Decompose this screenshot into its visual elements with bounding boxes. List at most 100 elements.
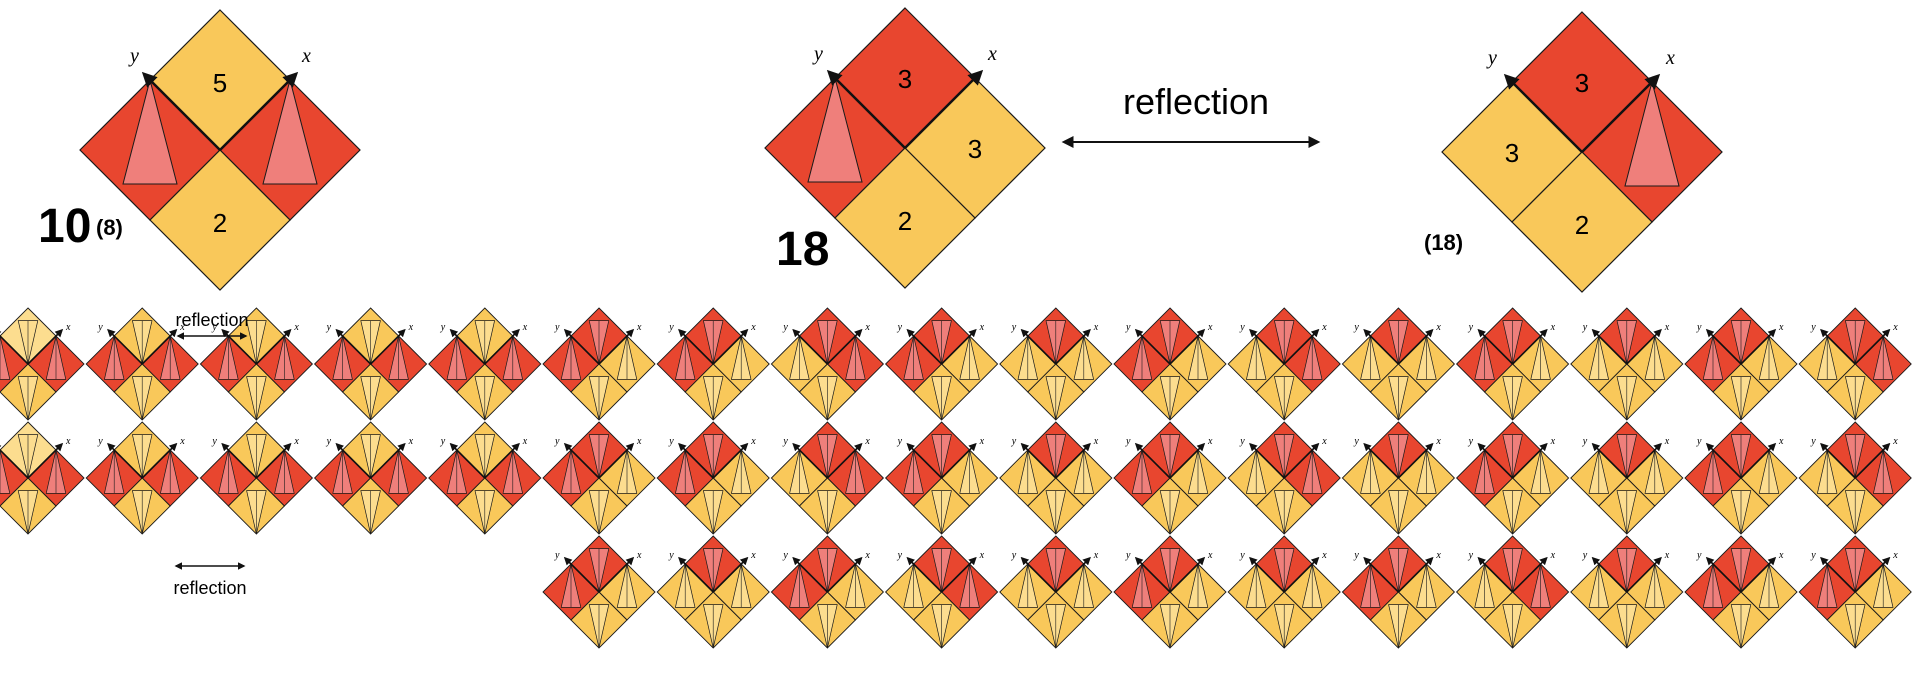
grid-axis-x: x — [179, 436, 185, 447]
grid-axis-x: x — [1321, 436, 1327, 447]
grid-axis-y: y — [554, 550, 560, 561]
grid-axis-y: y — [1011, 550, 1017, 561]
grid-cell-bottom — [1598, 363, 1656, 421]
grid-cell-bottom — [113, 363, 171, 421]
grid-axis-y: y — [1468, 550, 1474, 561]
grid-cell-bottom — [1712, 591, 1770, 649]
grid-axis-y: y — [1810, 322, 1816, 333]
grid-axis-x: x — [1207, 322, 1213, 333]
grid-cell-bottom — [1712, 477, 1770, 535]
reflection-label: reflection — [175, 310, 248, 330]
cell-label-top: 3 — [898, 64, 912, 94]
grid-cell-bottom — [1483, 591, 1542, 649]
grid-axis-x: x — [1435, 436, 1441, 447]
grid-axis-y: y — [211, 436, 217, 447]
axis-label-y: y — [812, 43, 823, 65]
grid-axis-x: x — [1892, 550, 1898, 561]
grid-axis-y: y — [1011, 436, 1017, 447]
axis-label-x: x — [301, 45, 311, 67]
grid-axis-y: y — [326, 436, 332, 447]
tile-big-label: 18 — [776, 223, 829, 276]
grid-axis-x: x — [1892, 436, 1898, 447]
grid-tile: yx — [0, 307, 85, 421]
grid-cell-bottom — [113, 477, 171, 535]
cell-label-top: 3 — [1575, 68, 1589, 98]
grid-axis-y: y — [1696, 550, 1702, 561]
axis-label-y: y — [1486, 47, 1497, 69]
grid-axis-x: x — [1778, 550, 1784, 561]
grid-cell-bottom — [798, 363, 857, 421]
tile-big-label: 10 — [38, 200, 91, 253]
grid-cell-bottom — [912, 363, 971, 421]
grid-axis-y: y — [211, 322, 217, 333]
grid-cell-bottom — [798, 591, 857, 649]
grid-axis-y: y — [668, 322, 674, 333]
grid-axis-y: y — [1696, 322, 1702, 333]
grid-axis-x: x — [1207, 550, 1213, 561]
bottom-reflection-top: reflection — [175, 310, 249, 340]
reflection-label: reflection — [173, 578, 246, 598]
axis-label-x: x — [987, 43, 997, 65]
cell-label-top: 5 — [213, 68, 227, 98]
grid-axis-x: x — [1550, 322, 1556, 333]
grid-axis-y: y — [782, 550, 788, 561]
cell-label-left: 3 — [1505, 138, 1519, 168]
grid-axis-y: y — [1468, 322, 1474, 333]
grid-cell-bottom — [227, 477, 286, 535]
grid-axis-x: x — [1778, 436, 1784, 447]
axis-label-y: y — [128, 45, 139, 67]
grid-axis-y: y — [1011, 322, 1017, 333]
grid-axis-y: y — [1239, 322, 1245, 333]
grid-axis-x: x — [1664, 436, 1670, 447]
grid-tile: yx — [0, 421, 85, 535]
grid-cell-bottom — [1141, 363, 1199, 421]
grid-axis-x: x — [864, 550, 870, 561]
grid-axis-y: y — [897, 322, 903, 333]
grid-axis-y: y — [554, 436, 560, 447]
grid-axis-y: y — [1239, 550, 1245, 561]
grid-cell-bottom — [0, 477, 57, 535]
grid-cell-bottom — [684, 363, 742, 421]
grid-axis-y: y — [1582, 322, 1588, 333]
grid-axis-x: x — [65, 322, 71, 333]
grid-cell-bottom — [912, 477, 971, 535]
grid-axis-y: y — [440, 322, 446, 333]
grid-cell-bottom — [570, 363, 628, 421]
grid-cell-bottom — [341, 477, 400, 535]
grid-cell-bottom — [1826, 591, 1884, 649]
grid-axis-y: y — [1353, 436, 1359, 447]
grid-axis-y: y — [1239, 436, 1245, 447]
grid-cell-bottom — [456, 477, 514, 535]
grid-axis-y: y — [1353, 322, 1359, 333]
grid-axis-x: x — [979, 436, 985, 447]
grid-cell-bottom — [1483, 363, 1542, 421]
cell-label-bottom: 2 — [213, 208, 227, 238]
tile-18: y x 3 3 2 18 — [764, 7, 1046, 289]
grid-axis-x: x — [636, 550, 642, 561]
grid-cell-bottom — [227, 363, 286, 421]
grid-axis-x: x — [1550, 436, 1556, 447]
grid-cell-bottom — [1141, 477, 1199, 535]
grid-cell-bottom — [1369, 591, 1428, 649]
grid-axis-x: x — [1207, 436, 1213, 447]
grid-axis-x: x — [408, 322, 414, 333]
grid-axis-x: x — [408, 436, 414, 447]
